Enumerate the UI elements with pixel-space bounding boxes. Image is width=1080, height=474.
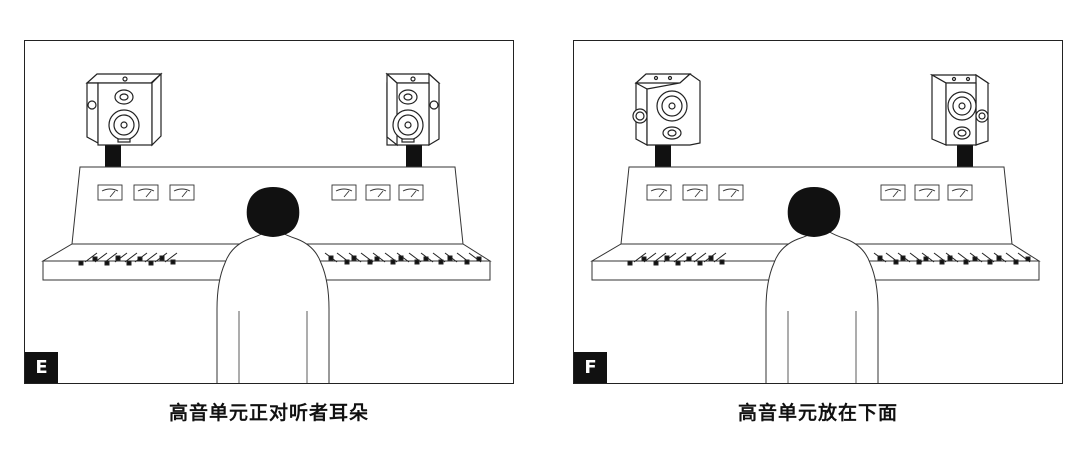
speaker-right-inverted [929,73,990,146]
vu-meters-right [880,184,973,201]
illustration-panel-e: E [24,40,514,384]
faders-right [324,252,482,265]
vu-meters-left [646,184,744,201]
speaker-left-inverted [632,73,701,147]
speaker-right [385,72,441,147]
panel-label-e: E [25,352,58,383]
vu-meters-right [331,184,424,201]
listener-silhouette [765,187,879,383]
studio-scene-f [590,73,1041,383]
faders-right [873,252,1031,265]
caption-e: 高音单元正对听者耳朵 [168,402,369,424]
caption-f: 高音单元放在下面 [737,402,898,424]
speaker-stand-left [105,145,121,167]
panel-label-f: F [574,352,607,383]
illustration-panel-f: F [573,40,1063,384]
speaker-stand-left [655,145,671,167]
studio-scene-e [41,72,492,383]
speaker-left [85,72,163,147]
speaker-stand-right [406,145,422,167]
listener-head [246,187,300,237]
faders-left [78,252,178,266]
vu-meters-left [97,184,195,201]
faders-left [627,252,727,266]
listener-silhouette [216,187,330,383]
speaker-stand-right [957,145,973,167]
listener-head [787,187,841,237]
